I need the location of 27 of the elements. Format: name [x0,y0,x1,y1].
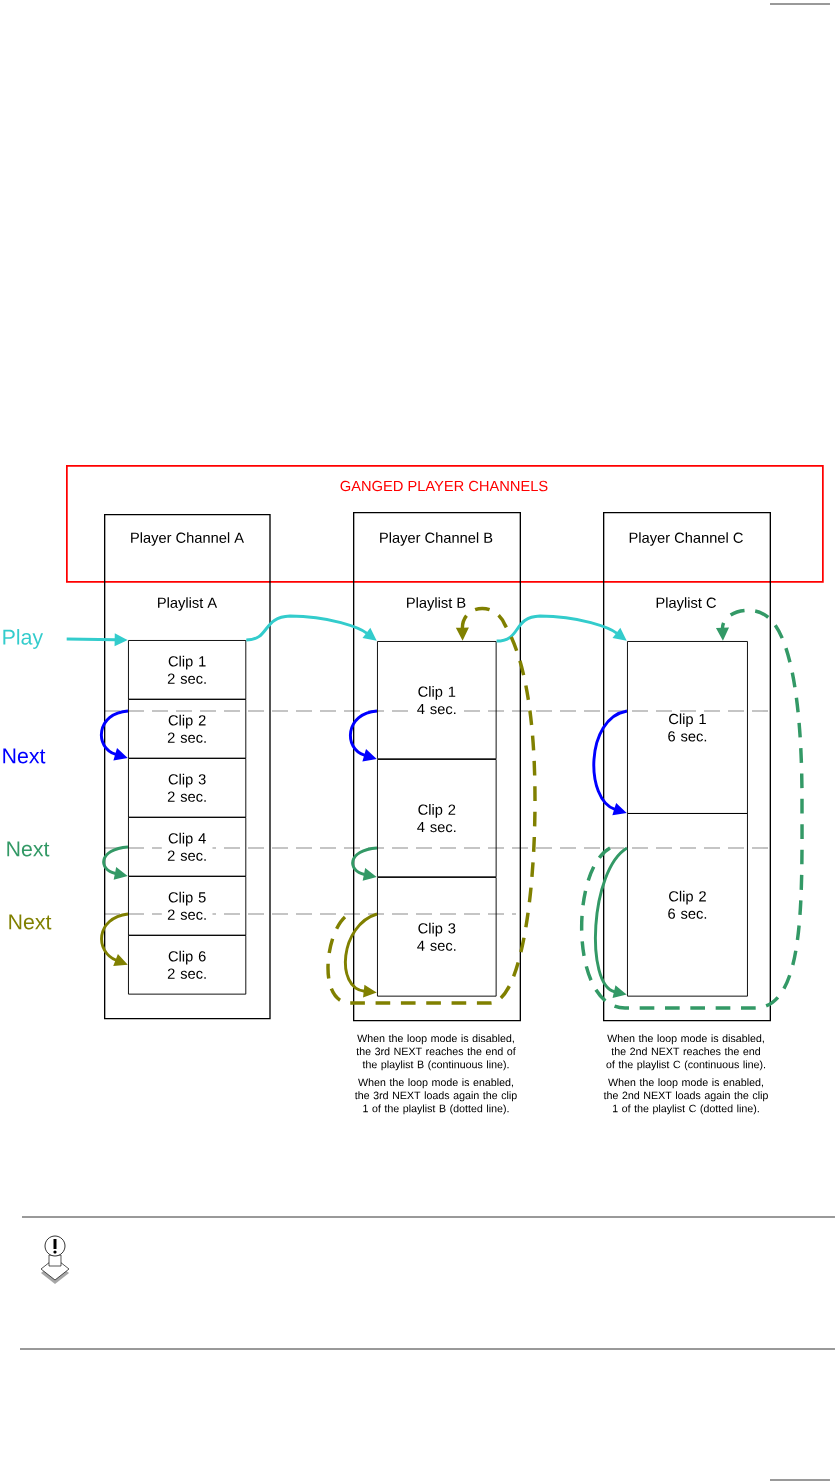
clip-box: Clip 1 2 sec. [128,640,247,700]
note-text: When the loop mode is enabled, the 2nd NEXT loads again the clip 1 of the playlist C (dotted line). [603,1078,768,1115]
clip-box: Clip 5 2 sec. [128,876,247,936]
clip-box: Clip 2 4 sec. [377,759,497,878]
arrow [100,912,129,966]
loop-arrow [326,606,537,1005]
clip-box: Clip 2 2 sec. [128,699,247,759]
clip-box: Clip 1 6 sec. [627,641,748,814]
clip-box: Clip 4 2 sec. [128,817,247,877]
step-label: Next [3,748,46,764]
step-label: Next [9,914,52,930]
arrow [100,709,129,761]
trigger-label: Play [3,629,44,649]
note-text: When the loop mode is enabled, the 3rd NEXT loads again the clip 1 of the playlist B (dotted line). [354,1078,517,1115]
arrow [351,846,378,881]
clip-box: Clip 1 4 sec. [377,641,497,760]
clip-box: Clip 3 4 sec. [377,877,497,997]
note-text: When the loop mode is disabled, the 3rd NEXT reaches the end of the playlist B (continuous line). [356,1034,516,1071]
step-label: Next [7,841,50,857]
clip-box: Clip 6 2 sec. [128,935,247,995]
loop-arrow [580,608,804,1010]
note-text: When the loop mode is disabled, the 2nd NEXT reaches the end of the playlist C (continuous line). [606,1034,765,1071]
clip-box: Clip 2 6 sec. [627,813,748,997]
arrow [102,845,129,880]
clip-box: Clip 3 2 sec. [128,758,247,818]
arrow [594,846,628,998]
arrow [349,709,378,762]
